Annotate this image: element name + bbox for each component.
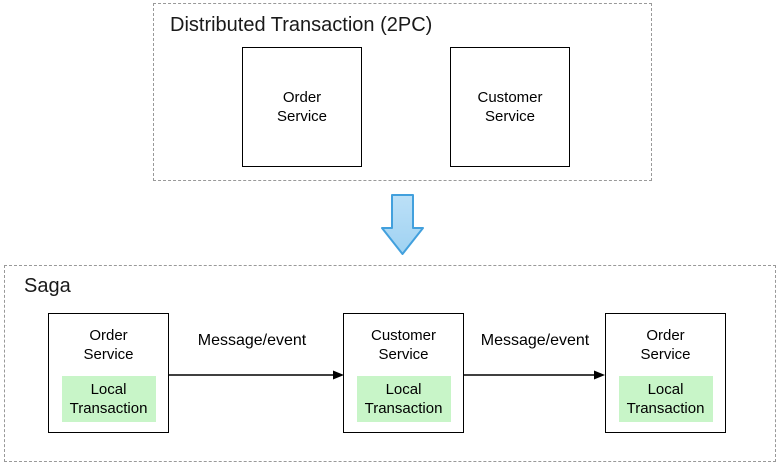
local-transaction-3-label: Local Transaction — [626, 381, 705, 417]
saga-step-3-label: Order Service — [640, 327, 691, 363]
twopc-order-service-label: Order Service — [276, 89, 328, 125]
saga-container: Saga Order Service Local Transaction Cus… — [4, 265, 776, 462]
message-arrow-1 — [169, 370, 344, 380]
saga-step-order-service-1: Order Service Local Transaction — [48, 313, 169, 433]
twopc-title: Distributed Transaction (2PC) — [170, 14, 433, 36]
saga-step-2-label: Customer Service — [370, 327, 437, 363]
down-arrow-icon — [381, 194, 424, 255]
saga-step-1-label: Order Service — [83, 327, 134, 363]
saga-title: Saga — [24, 275, 71, 297]
message-event-label-2: Message/event — [480, 332, 590, 349]
local-transaction-1-label: Local Transaction — [69, 381, 148, 417]
twopc-customer-service-box: Customer Service — [450, 47, 570, 167]
local-transaction-box-1: Local Transaction — [61, 376, 156, 422]
twopc-order-service-box: Order Service — [242, 47, 362, 167]
local-transaction-2-label: Local Transaction — [364, 381, 443, 417]
message-arrow-2 — [464, 370, 605, 380]
local-transaction-box-2: Local Transaction — [356, 376, 451, 422]
saga-step-customer-service: Customer Service Local Transaction — [343, 313, 464, 433]
twopc-container: Distributed Transaction (2PC) Order Serv… — [153, 3, 652, 181]
saga-step-order-service-2: Order Service Local Transaction — [605, 313, 726, 433]
local-transaction-box-3: Local Transaction — [618, 376, 713, 422]
twopc-customer-service-label: Customer Service — [477, 89, 543, 125]
message-event-label-1: Message/event — [197, 332, 307, 349]
